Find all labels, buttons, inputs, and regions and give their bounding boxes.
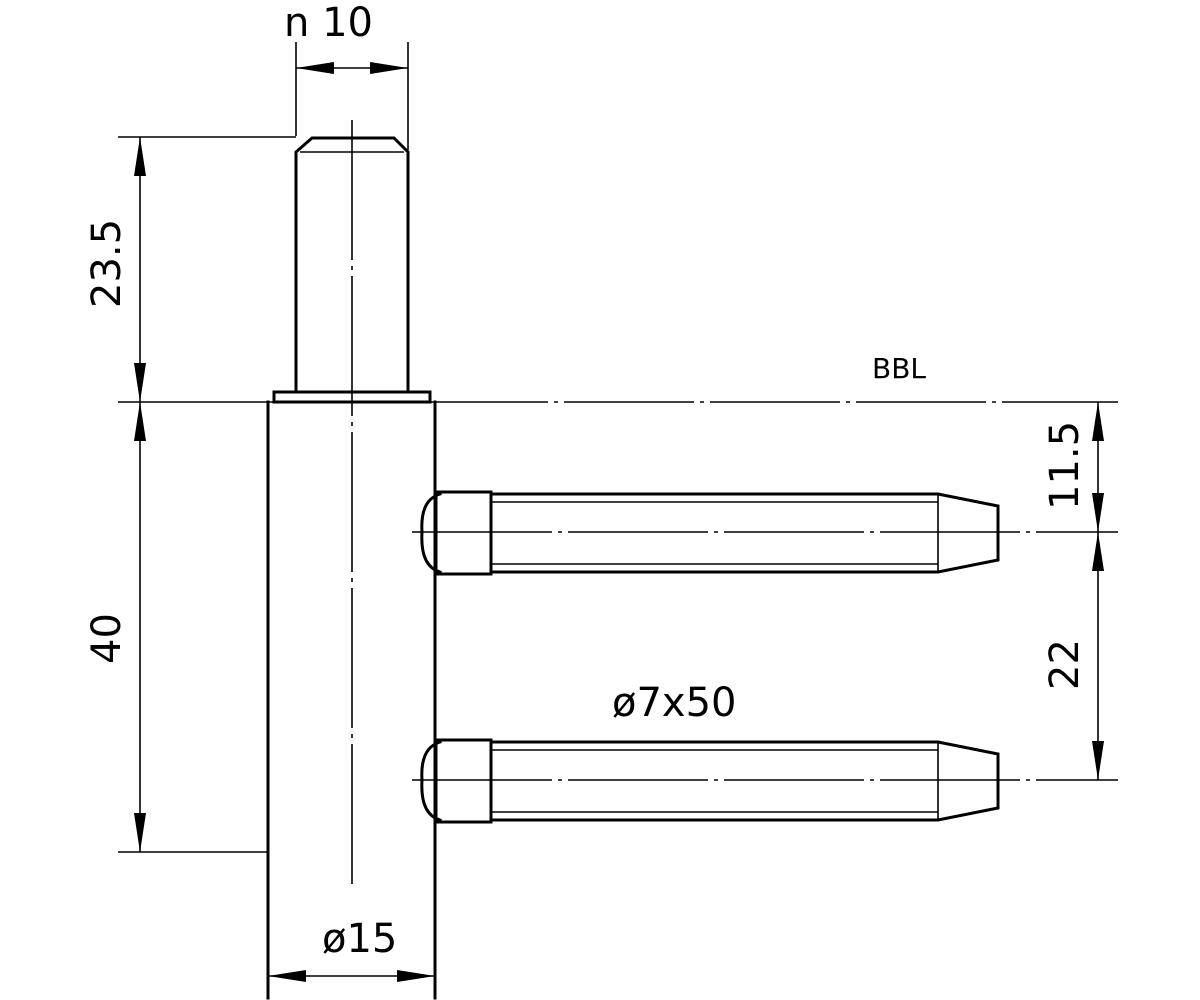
pin-diameter-dimension	[295, 42, 409, 150]
bbl-label: BBL	[872, 352, 926, 385]
body-height-dimension	[134, 402, 146, 852]
bolt-spec-label: ø7x50	[612, 680, 737, 726]
bolt-spacing-dimension	[1092, 532, 1104, 780]
pin-height-dimension	[134, 137, 146, 402]
top-offset-label: 11.5	[1042, 421, 1088, 510]
body-diameter-dimension	[268, 970, 435, 982]
body-height-label: 40	[84, 613, 130, 664]
bolt-spacing-label: 22	[1042, 639, 1088, 690]
upper-screw-bolt	[412, 490, 1118, 576]
pin-diameter-label: n 10	[284, 0, 373, 46]
pin-height-label: 23.5	[84, 219, 130, 308]
lower-screw-bolt	[412, 738, 1118, 824]
top-offset-dimension	[1092, 402, 1104, 532]
body-diameter-label: ø15	[322, 916, 397, 962]
